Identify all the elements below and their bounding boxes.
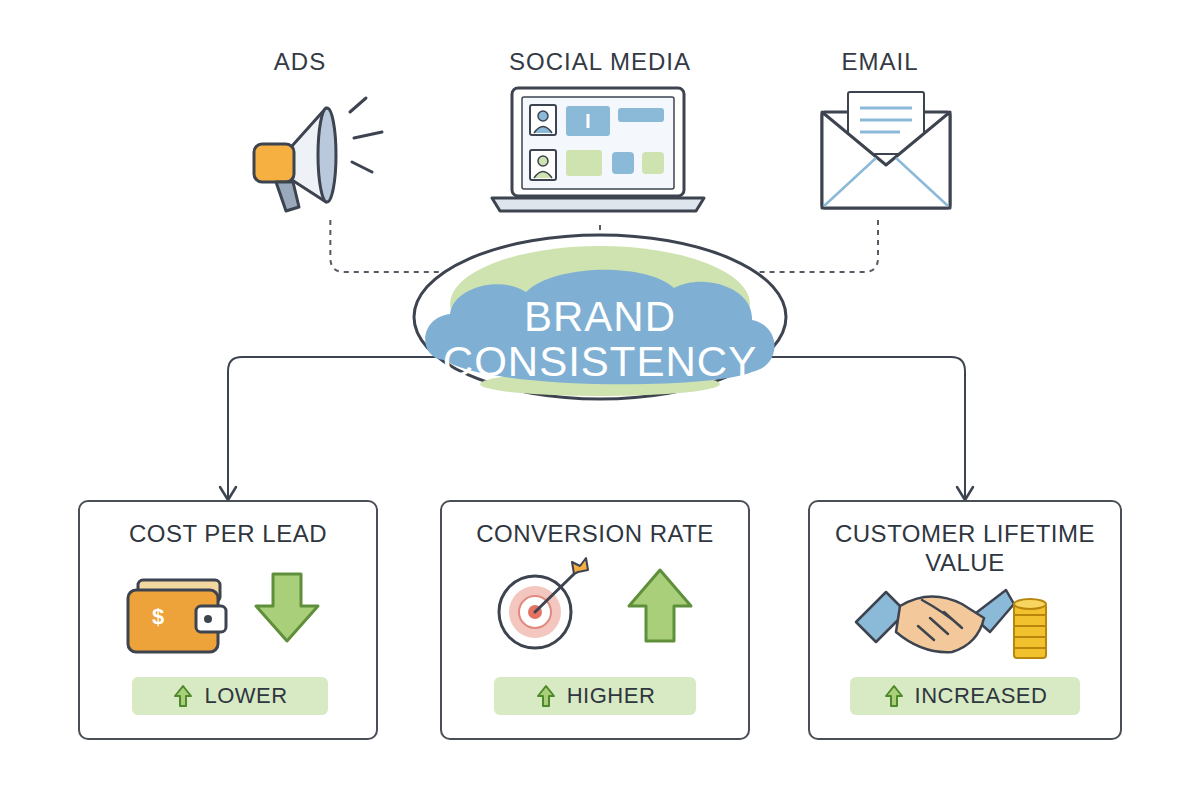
channel-label: SOCIAL MEDIA [486, 48, 714, 76]
result-badge: INCREASED [850, 677, 1080, 715]
envelope-icon-part [822, 112, 950, 208]
channel-node: ADS [231, 40, 369, 220]
down-arrow-icon [256, 574, 318, 641]
coin-stack-icon-part [1014, 604, 1046, 658]
envelope-icon-part [824, 158, 948, 206]
megaphone-icon-part [318, 108, 336, 202]
cloud-border [414, 235, 786, 399]
arrow-connector [220, 357, 438, 500]
wallet-icon-part [204, 615, 212, 623]
up-arrow-icon [629, 570, 691, 641]
cloud-label: BRAND CONSISTENCY [430, 295, 770, 384]
laptop-icon-part [534, 127, 552, 134]
metric-title: COST PER LEAD [80, 520, 376, 549]
megaphone-icon [254, 98, 382, 211]
up-arrow-icon-part [629, 570, 691, 641]
target-icon-part [572, 558, 588, 574]
badge-label: INCREASED [915, 683, 1048, 709]
laptop-icon-part [522, 97, 674, 189]
megaphone-icon-part [350, 98, 382, 172]
connector-line [330, 220, 444, 272]
central-cloud: BRAND CONSISTENCY [410, 232, 790, 402]
channel-node: SOCIAL MEDIA [486, 40, 714, 225]
arrowhead [957, 487, 973, 500]
coin-stack-icon [1014, 599, 1046, 658]
laptop-icon-part [566, 106, 610, 136]
down-arrow-icon-part [256, 574, 318, 641]
badge-arrow-icon [883, 684, 905, 708]
badge-arrow-icon [172, 684, 194, 708]
cloud-blue [425, 270, 774, 385]
metric-box: COST PER LEAD LOWER [78, 500, 378, 740]
handshake-icon-part [918, 600, 962, 640]
laptop-icon-part [566, 150, 602, 176]
laptop-icon-part [538, 111, 548, 121]
megaphone-icon-part [254, 144, 294, 182]
metric-box: CONVERSION RATE HIGHER [440, 500, 750, 740]
metric-box: CUSTOMER LIFETIME VALUE INCREASED [808, 500, 1122, 740]
target-icon-part [535, 574, 574, 612]
metric-title: CONVERSION RATE [442, 520, 748, 549]
coin-stack-icon-part [1014, 615, 1046, 648]
dashed-connector [600, 225, 601, 235]
laptop-icon-part [587, 114, 590, 128]
handshake-icon [856, 590, 1014, 652]
coin-stack-icon-part [1014, 599, 1046, 609]
envelope-icon [822, 92, 950, 208]
laptop-icon-part [512, 88, 684, 196]
result-badge: LOWER [132, 677, 328, 715]
laptop-icon-part [534, 172, 552, 179]
wallet-icon-part [196, 606, 226, 632]
laptop-icon-part [618, 108, 664, 122]
dashed-connector [755, 220, 878, 272]
handshake-icon-part [896, 596, 984, 652]
arrowhead [220, 487, 236, 500]
channel-node: EMAIL [796, 40, 964, 220]
connector-line [755, 220, 878, 272]
laptop-icon-part [538, 156, 548, 166]
result-badge: HIGHER [494, 677, 696, 715]
wallet-icon [128, 580, 226, 652]
target-icon [499, 558, 588, 648]
badge-arrow-icon [535, 684, 557, 708]
badge-arrow-shape [886, 686, 902, 706]
laptop-icon-part [642, 152, 664, 174]
laptop-icon-part [492, 198, 704, 211]
channel-label: EMAIL [796, 48, 964, 76]
dashed-connector [330, 220, 444, 272]
channel-label: ADS [231, 48, 369, 76]
connector-line [762, 357, 965, 500]
connector-line [228, 357, 438, 500]
laptop-icon-part [530, 150, 556, 180]
badge-label: LOWER [204, 683, 287, 709]
badge-label: HIGHER [567, 683, 656, 709]
laptop-icon-part [612, 152, 634, 174]
connector-line [599, 225, 601, 235]
badge-arrow-shape [175, 686, 191, 706]
currency-symbol: $ [152, 604, 164, 630]
arrow-connector [762, 357, 973, 500]
envelope-icon-part [860, 108, 912, 132]
laptop-icon [492, 88, 704, 211]
laptop-icon-part [530, 105, 556, 135]
metric-title: CUSTOMER LIFETIME VALUE [810, 520, 1120, 578]
megaphone-icon-part [276, 182, 299, 211]
badge-arrow-shape [538, 686, 554, 706]
